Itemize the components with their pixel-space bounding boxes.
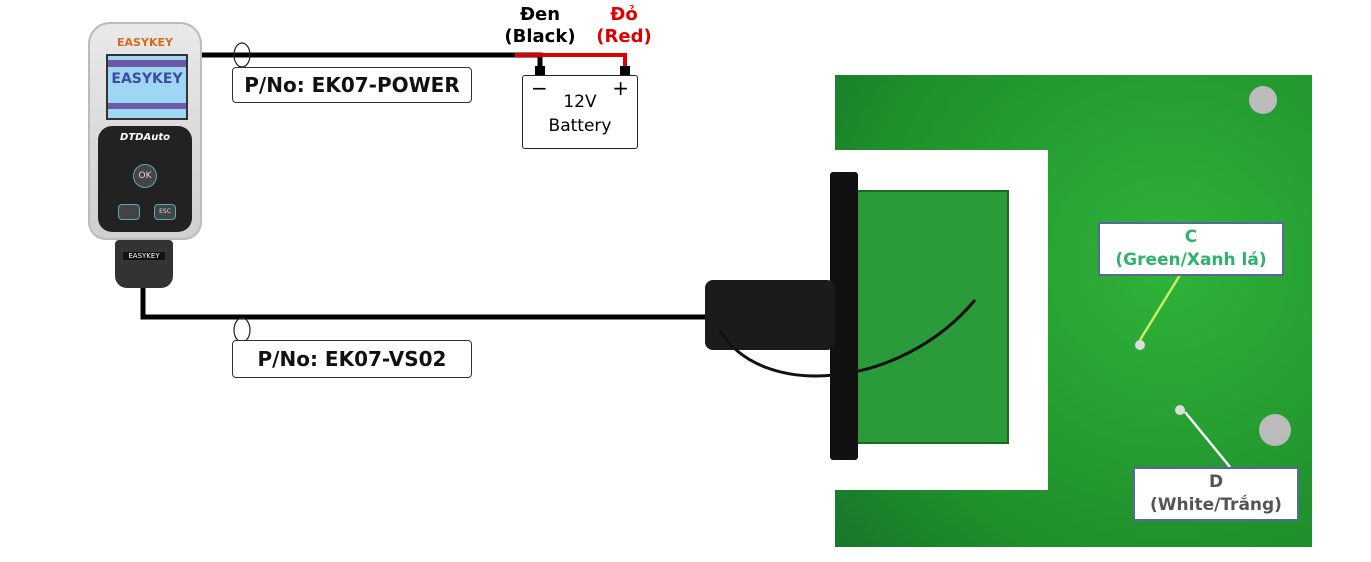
battery-plus: +	[612, 76, 629, 100]
device-maker: DTDAuto	[120, 132, 170, 143]
device-brand: EASYKEY	[117, 36, 173, 49]
probe-wire	[718, 299, 977, 378]
battery-minus: −	[531, 76, 548, 100]
arrow-d	[1184, 411, 1231, 468]
battery-label: Battery	[548, 116, 612, 136]
battery-minus-terminal	[535, 66, 545, 75]
module-board	[855, 190, 1009, 444]
db-connector: EASYKEY	[115, 240, 173, 288]
power-cable-part-number: P/No: EK07-POWER	[232, 67, 472, 103]
screw	[1259, 414, 1291, 446]
connector-label: EASYKEY	[123, 252, 165, 260]
signal-cable	[140, 285, 720, 320]
point-c-pad	[1135, 340, 1145, 350]
red-wire-label: Đỏ (Red)	[596, 4, 652, 47]
arrow-c	[1138, 274, 1182, 341]
battery-plus-terminal	[620, 66, 630, 75]
point-d-pad	[1175, 405, 1185, 415]
esc-button[interactable]: ESC	[154, 204, 176, 220]
point-d-label: D (White/Trắng)	[1133, 467, 1299, 521]
device-screen: EASYKEY	[106, 54, 188, 120]
battery-12v: − + 12V Battery	[522, 75, 638, 149]
settings-button[interactable]	[118, 204, 140, 220]
black-wire-label: Đen (Black)	[504, 4, 576, 47]
easykey-device: EASYKEY EASYKEY DTDAuto OK ESC	[88, 22, 202, 240]
point-c-label: C (Green/Xanh lá)	[1098, 222, 1284, 276]
ok-button[interactable]: OK	[133, 164, 157, 188]
device-keypad: DTDAuto OK ESC	[98, 126, 192, 232]
battery-voltage: 12V	[563, 92, 597, 112]
screw	[1249, 86, 1277, 114]
signal-cable-part-number: P/No: EK07-VS02	[232, 340, 472, 378]
screen-title: EASYKEY	[111, 71, 183, 87]
